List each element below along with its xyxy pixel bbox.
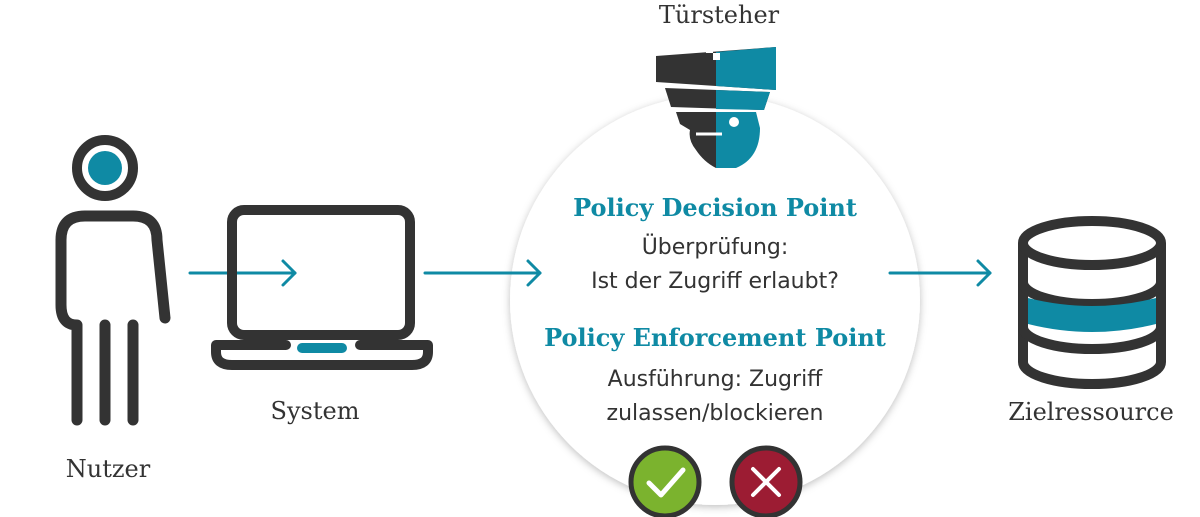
pdp-title: Policy Decision Point: [573, 193, 857, 222]
arrow-gatekeeper-to-target: [888, 259, 992, 287]
pep-title: Policy Enforcement Point: [544, 323, 886, 352]
user-label: Nutzer: [65, 455, 151, 483]
database-icon: [1018, 216, 1166, 389]
arrow-user-to-system: [188, 259, 297, 287]
bouncer-cap-icon: [656, 46, 776, 168]
target-label: Zielressource: [1008, 398, 1174, 426]
person-icon: [55, 135, 171, 426]
pdp-line-2: Ist der Zugriff erlaubt?: [591, 269, 839, 294]
gatekeeper-label: Türsteher: [658, 1, 780, 29]
checkmark-icon: [628, 445, 702, 517]
pep-line-1: Ausführung: Zugriff: [607, 367, 823, 392]
gatekeeper-circle: [510, 95, 920, 505]
laptop-icon: [211, 205, 433, 370]
system-label: System: [270, 397, 360, 425]
pdp-line-1: Überprüfung:: [641, 235, 789, 260]
pep-line-2: zulassen/blockieren: [606, 401, 824, 426]
cross-icon: [729, 445, 803, 517]
arrow-system-to-gatekeeper: [423, 259, 542, 287]
